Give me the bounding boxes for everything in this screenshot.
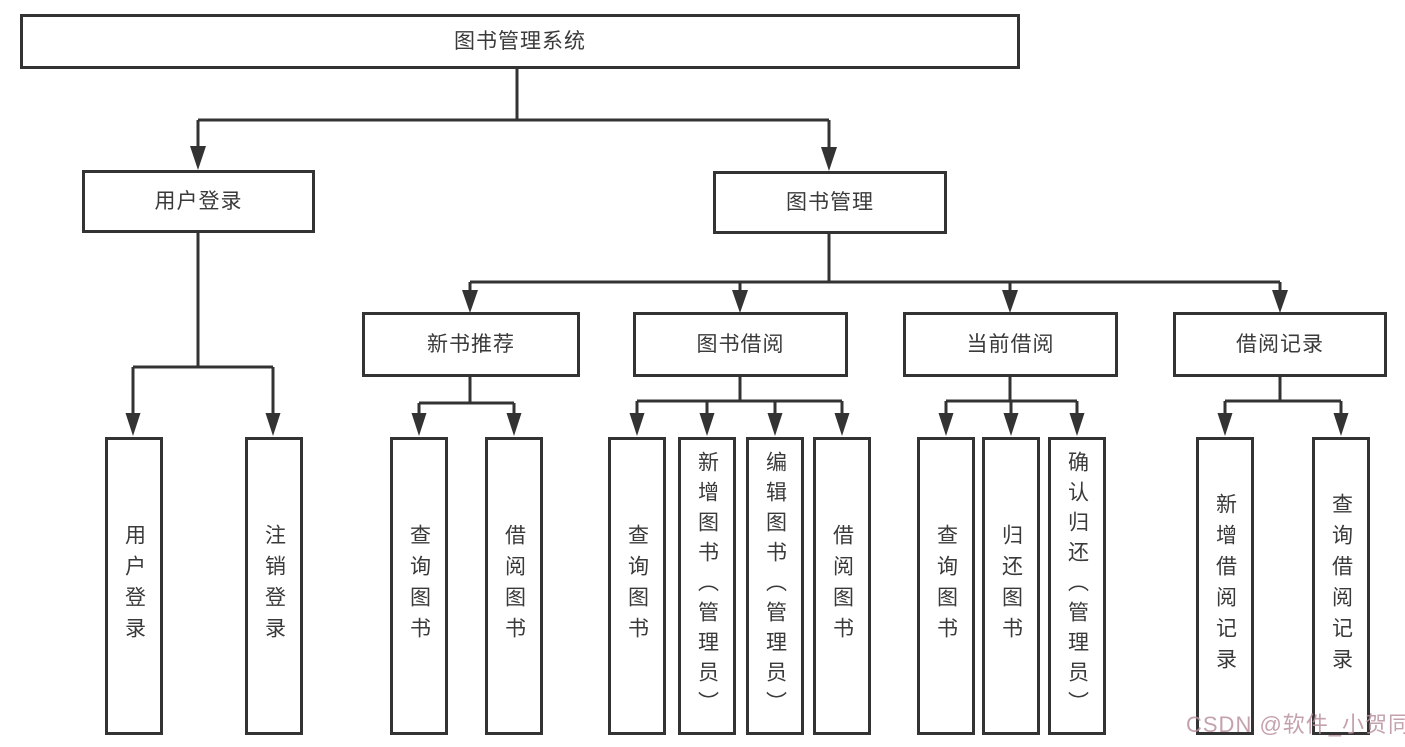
node-user-login: 用户登录: [82, 170, 315, 233]
node-book-management: 图书管理: [713, 171, 947, 234]
csdn-watermark: CSDN @软件_小贺同学: [1186, 712, 1405, 737]
node-book-borrow-label: 图书借阅: [696, 333, 785, 356]
node-cb-confirm-return-label: 确认归还（管理员）: [1065, 451, 1089, 721]
node-bb-borrow-book-label: 借阅图书: [830, 524, 854, 648]
node-leaf-logout-label: 注销登录: [262, 524, 286, 648]
connector-stems: [131, 68, 1343, 414]
node-bb-borrow-book: 借阅图书: [813, 437, 871, 735]
node-borrow-record-label: 借阅记录: [1236, 333, 1324, 356]
node-nbr-borrow-book-label: 借阅图书: [502, 524, 526, 648]
node-cb-return-book: 归还图书: [982, 437, 1040, 735]
node-bb-query-book-label: 查询图书: [625, 524, 649, 648]
node-root-label: 图书管理系统: [454, 30, 586, 53]
node-cb-confirm-return: 确认归还（管理员）: [1048, 437, 1106, 735]
node-br-add-record-label: 新增借阅记录: [1213, 493, 1237, 679]
node-book-management-label: 图书管理: [786, 191, 874, 214]
arrow-heads: [125, 146, 1349, 436]
node-borrow-record: 借阅记录: [1173, 312, 1387, 377]
node-nbr-query-book-label: 查询图书: [407, 524, 431, 648]
node-user-login-label: 用户登录: [154, 190, 243, 213]
node-bb-edit-book: 编辑图书（管理员）: [746, 437, 804, 735]
node-new-book-recommend-label: 新书推荐: [427, 333, 515, 356]
node-bb-edit-book-label: 编辑图书（管理员）: [763, 451, 787, 721]
node-leaf-user-login-label: 用户登录: [122, 524, 146, 648]
node-bb-add-book-label: 新增图书（管理员）: [695, 451, 719, 721]
node-book-borrow: 图书借阅: [633, 312, 848, 377]
node-root: 图书管理系统: [20, 14, 1020, 69]
node-current-borrow-label: 当前借阅: [966, 333, 1055, 356]
node-br-query-record: 查询借阅记录: [1312, 437, 1370, 735]
node-br-query-record-label: 查询借阅记录: [1329, 493, 1353, 679]
node-bb-add-book: 新增图书（管理员）: [678, 437, 736, 735]
node-nbr-query-book: 查询图书: [390, 437, 448, 735]
node-cb-query-book-label: 查询图书: [934, 524, 958, 648]
node-leaf-logout: 注销登录: [245, 437, 303, 735]
node-bb-query-book: 查询图书: [608, 437, 666, 735]
node-br-add-record: 新增借阅记录: [1196, 437, 1254, 735]
node-nbr-borrow-book: 借阅图书: [485, 437, 543, 735]
node-new-book-recommend: 新书推荐: [362, 312, 580, 377]
node-leaf-user-login: 用户登录: [105, 437, 163, 735]
node-current-borrow: 当前借阅: [903, 312, 1118, 377]
node-cb-query-book: 查询图书: [917, 437, 975, 735]
node-cb-return-book-label: 归还图书: [999, 524, 1023, 648]
